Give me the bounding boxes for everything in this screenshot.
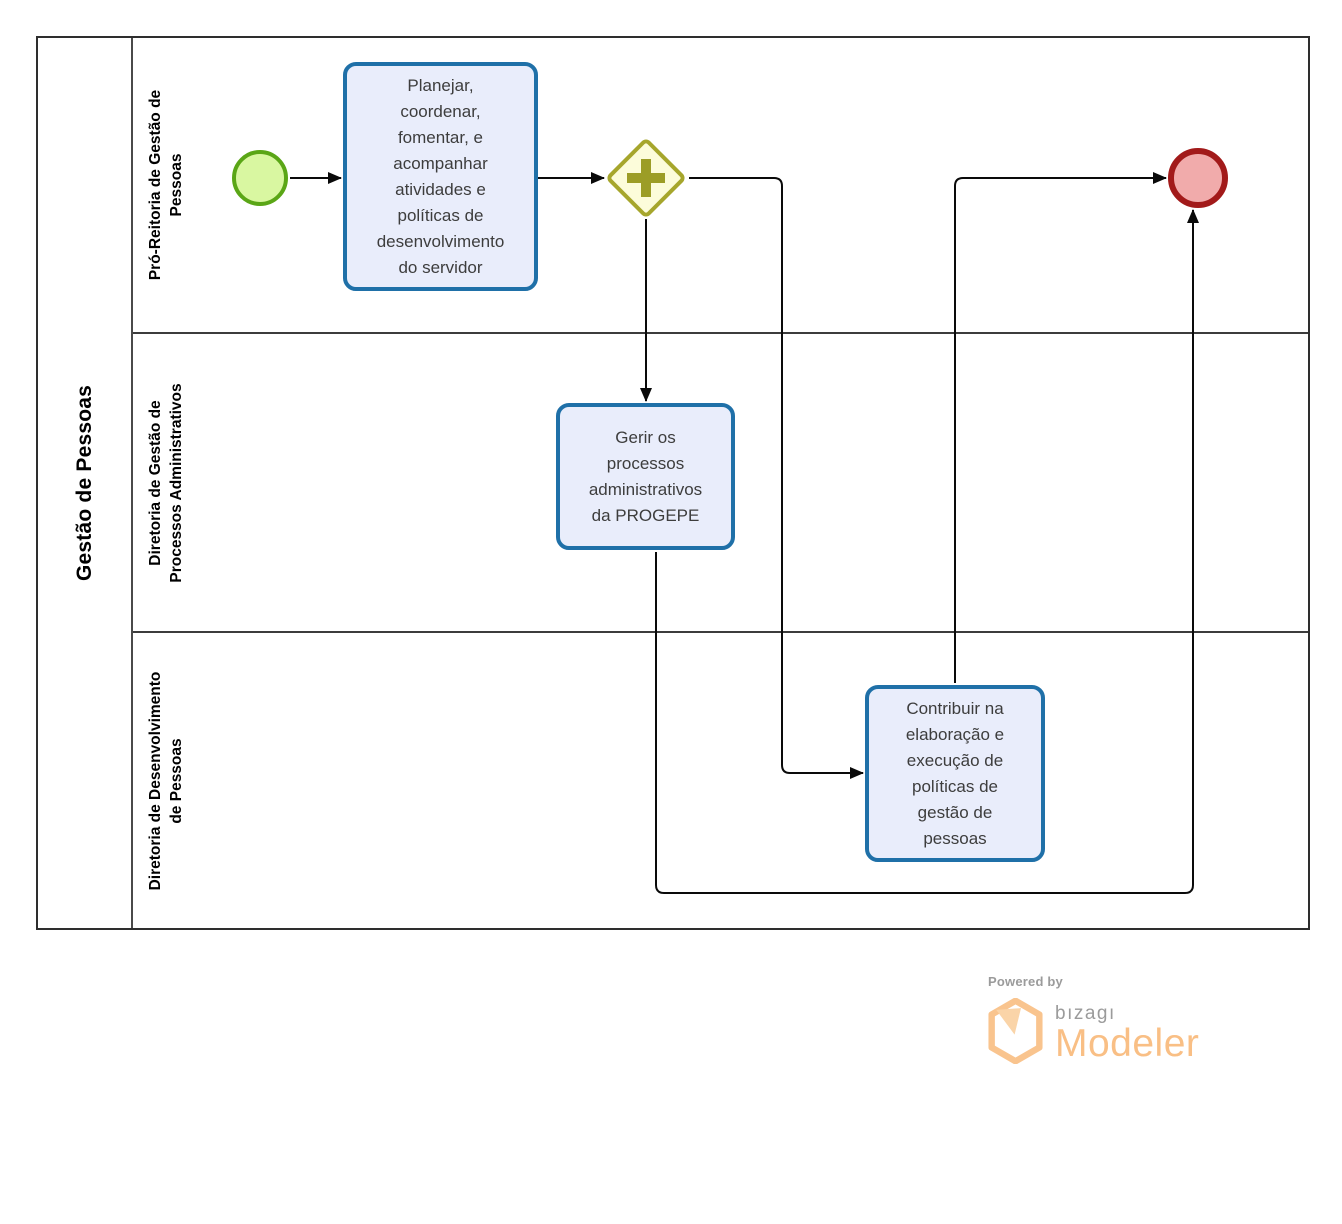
lane-gestao-processos-label: Diretoria de Gestão de Processos Adminis…: [147, 382, 185, 583]
end-event: [1168, 148, 1228, 208]
task-planejar: Planejar, coordenar, fomentar, e acompan…: [343, 62, 538, 291]
task-contribuir: Contribuir na elaboração e execução de p…: [865, 685, 1045, 862]
lane-label-box: Diretoria de Desenvolvimento de Pessoas: [133, 633, 199, 928]
pool-title-band: Gestão de Pessoas: [38, 38, 133, 928]
lane-pro-reitoria: Pró-Reitoria de Gestão de Pessoas: [133, 38, 1308, 334]
lane-label-box: Pró-Reitoria de Gestão de Pessoas: [133, 38, 199, 332]
pool-title: Gestão de Pessoas: [72, 385, 96, 581]
task-planejar-label: Planejar, coordenar, fomentar, e acompan…: [376, 75, 505, 277]
bizagi-branding: Powered by bızagı Modeler: [988, 974, 1199, 1066]
task-gerir-label: Gerir os processos administrativos da PR…: [588, 427, 703, 525]
task-contribuir-label: Contribuir na elaboração e execução de p…: [905, 698, 1005, 848]
bizagi-hexagon-icon: [988, 998, 1043, 1064]
start-event: [232, 150, 288, 206]
lane-pro-reitoria-label: Pró-Reitoria de Gestão de Pessoas: [147, 89, 185, 281]
lane-label-box: Diretoria de Gestão de Processos Adminis…: [133, 334, 199, 631]
modeler-wordmark: Modeler: [1055, 1022, 1200, 1065]
lane-desenvolvimento-label: Diretoria de Desenvolvimento de Pessoas: [147, 671, 185, 890]
lane-desenvolvimento: Diretoria de Desenvolvimento de Pessoas: [133, 633, 1308, 928]
task-gerir: Gerir os processos administrativos da PR…: [556, 403, 735, 550]
gateway-plus-icon: [641, 159, 651, 197]
bizagi-wordmark: bızagı: [1055, 1003, 1116, 1024]
powered-by-text: Powered by: [988, 974, 1063, 989]
